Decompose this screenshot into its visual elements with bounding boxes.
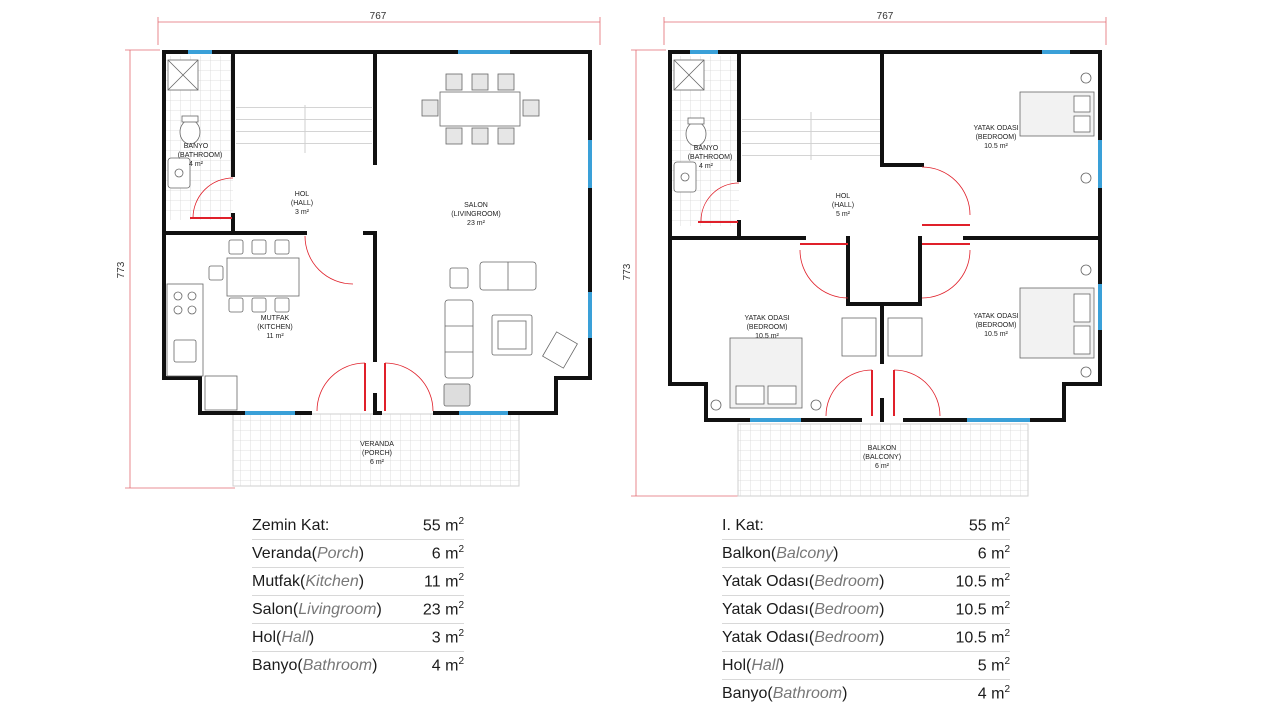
porch-area — [232, 413, 520, 487]
svg-text:10.5 m²: 10.5 m² — [984, 331, 1008, 338]
svg-text:YATAK ODASI: YATAK ODASI — [973, 313, 1018, 320]
table-row: Yatak Odası(Bedroom) 10.5 m2 — [722, 624, 1010, 652]
svg-text:(BATHROOM): (BATHROOM) — [688, 154, 733, 161]
svg-text:(BATHROOM): (BATHROOM) — [178, 152, 223, 159]
ground-walls — [162, 50, 592, 415]
room-label-first-bedroom-left: YATAK ODASI (BEDROOM) 10.5 m² — [744, 315, 789, 340]
svg-text:10.5 m²: 10.5 m² — [755, 333, 779, 340]
svg-text:(PORCH): (PORCH) — [362, 450, 392, 457]
svg-text:(LIVINGROOM): (LIVINGROOM) — [451, 211, 500, 218]
ground-floor-plan: 767 773 — [116, 11, 601, 489]
table-row: Balkon(Balcony) 6 m2 — [722, 540, 1010, 568]
room-label-first-bedroom-top: YATAK ODASI (BEDROOM) 10.5 m² — [973, 125, 1018, 150]
ground-windows — [188, 50, 592, 415]
svg-text:10.5 m²: 10.5 m² — [984, 143, 1008, 150]
ground-height-dim: 773 — [116, 261, 127, 278]
room-label-first-bedroom-right: YATAK ODASI (BEDROOM) 10.5 m² — [973, 313, 1018, 338]
room-label-first-hall: HOL (HALL) 5 m² — [832, 193, 854, 218]
svg-text:HOL: HOL — [836, 193, 851, 200]
svg-text:BANYO: BANYO — [184, 143, 209, 150]
room-label-first-bathroom: BANYO (BATHROOM) 4 m² — [688, 145, 733, 170]
first-dim-left — [631, 49, 740, 497]
svg-text:HOL: HOL — [295, 191, 310, 198]
svg-text:4 m²: 4 m² — [699, 163, 714, 170]
svg-text:5 m²: 5 m² — [836, 211, 851, 218]
svg-text:4 m²: 4 m² — [189, 161, 204, 168]
table-row: Mutfak(Kitchen) 11 m2 — [252, 568, 464, 596]
svg-text:6 m²: 6 m² — [370, 459, 385, 466]
svg-text:23 m²: 23 m² — [467, 220, 486, 227]
first-furniture — [673, 59, 1095, 411]
first-height-dim: 773 — [622, 263, 633, 280]
table-row: Banyo(Bathroom) 4 m2 — [722, 683, 1010, 703]
table-row: Salon(Livingroom) 23 m2 — [252, 596, 464, 624]
svg-text:VERANDA: VERANDA — [360, 441, 394, 448]
table-row: Yatak Odası(Bedroom) 10.5 m2 — [722, 568, 1010, 596]
ground-stairs — [236, 105, 372, 153]
svg-text:(BEDROOM): (BEDROOM) — [976, 322, 1017, 329]
table-row: Banyo(Bathroom) 4 m2 — [252, 655, 464, 675]
ground-doors — [190, 177, 434, 412]
ground-dim-left — [125, 49, 235, 489]
table-row: Zemin Kat: 55 m2 — [252, 512, 464, 540]
first-dim-top — [663, 17, 1107, 45]
svg-text:3 m²: 3 m² — [295, 209, 310, 216]
svg-text:YATAK ODASI: YATAK ODASI — [744, 315, 789, 322]
room-label-ground-kitchen: MUTFAK (KITCHEN) 11 m² — [257, 315, 292, 340]
table-row: Veranda(Porch) 6 m2 — [252, 540, 464, 568]
svg-text:BALKON: BALKON — [868, 445, 896, 452]
svg-text:(HALL): (HALL) — [832, 202, 854, 209]
room-label-first-balcony: BALKON (BALCONY) 6 m² — [863, 445, 901, 470]
room-label-ground-porch: VERANDA (PORCH) 6 m² — [360, 441, 394, 466]
first-floor-area-table: I. Kat: 55 m2 Balkon(Balcony) 6 m2 Yatak… — [722, 512, 1010, 707]
table-row: I. Kat: 55 m2 — [722, 512, 1010, 540]
svg-text:6 m²: 6 m² — [875, 463, 890, 470]
svg-text:(BEDROOM): (BEDROOM) — [976, 134, 1017, 141]
svg-text:MUTFAK: MUTFAK — [261, 315, 290, 322]
first-windows — [690, 50, 1102, 422]
svg-text:11 m²: 11 m² — [266, 333, 284, 340]
svg-text:(KITCHEN): (KITCHEN) — [257, 324, 292, 331]
first-doors — [698, 166, 971, 417]
svg-text:BANYO: BANYO — [694, 145, 719, 152]
svg-text:(BALCONY): (BALCONY) — [863, 454, 901, 461]
first-floor-plan: 767 773 — [622, 11, 1107, 497]
first-walls — [668, 50, 1102, 422]
ground-floor-area-table: Zemin Kat: 55 m2 Veranda(Porch) 6 m2 Mut… — [252, 512, 464, 679]
room-label-ground-bathroom: BANYO (BATHROOM) 4 m² — [178, 143, 223, 168]
first-width-dim: 767 — [877, 11, 894, 22]
table-row: Hol(Hall) 5 m2 — [722, 652, 1010, 680]
svg-text:(HALL): (HALL) — [291, 200, 313, 207]
ground-dim-top — [157, 17, 601, 45]
room-label-ground-hall: HOL (HALL) 3 m² — [291, 191, 313, 216]
svg-text:SALON: SALON — [464, 202, 488, 209]
ground-furniture — [166, 59, 578, 411]
ground-width-dim: 767 — [370, 11, 387, 22]
svg-text:YATAK ODASI: YATAK ODASI — [973, 125, 1018, 132]
table-row: Hol(Hall) 3 m2 — [252, 624, 464, 652]
svg-text:(BEDROOM): (BEDROOM) — [747, 324, 788, 331]
balcony-area — [737, 423, 1029, 497]
room-label-ground-living: SALON (LIVINGROOM) 23 m² — [451, 202, 500, 227]
table-row: Yatak Odası(Bedroom) 10.5 m2 — [722, 596, 1010, 624]
